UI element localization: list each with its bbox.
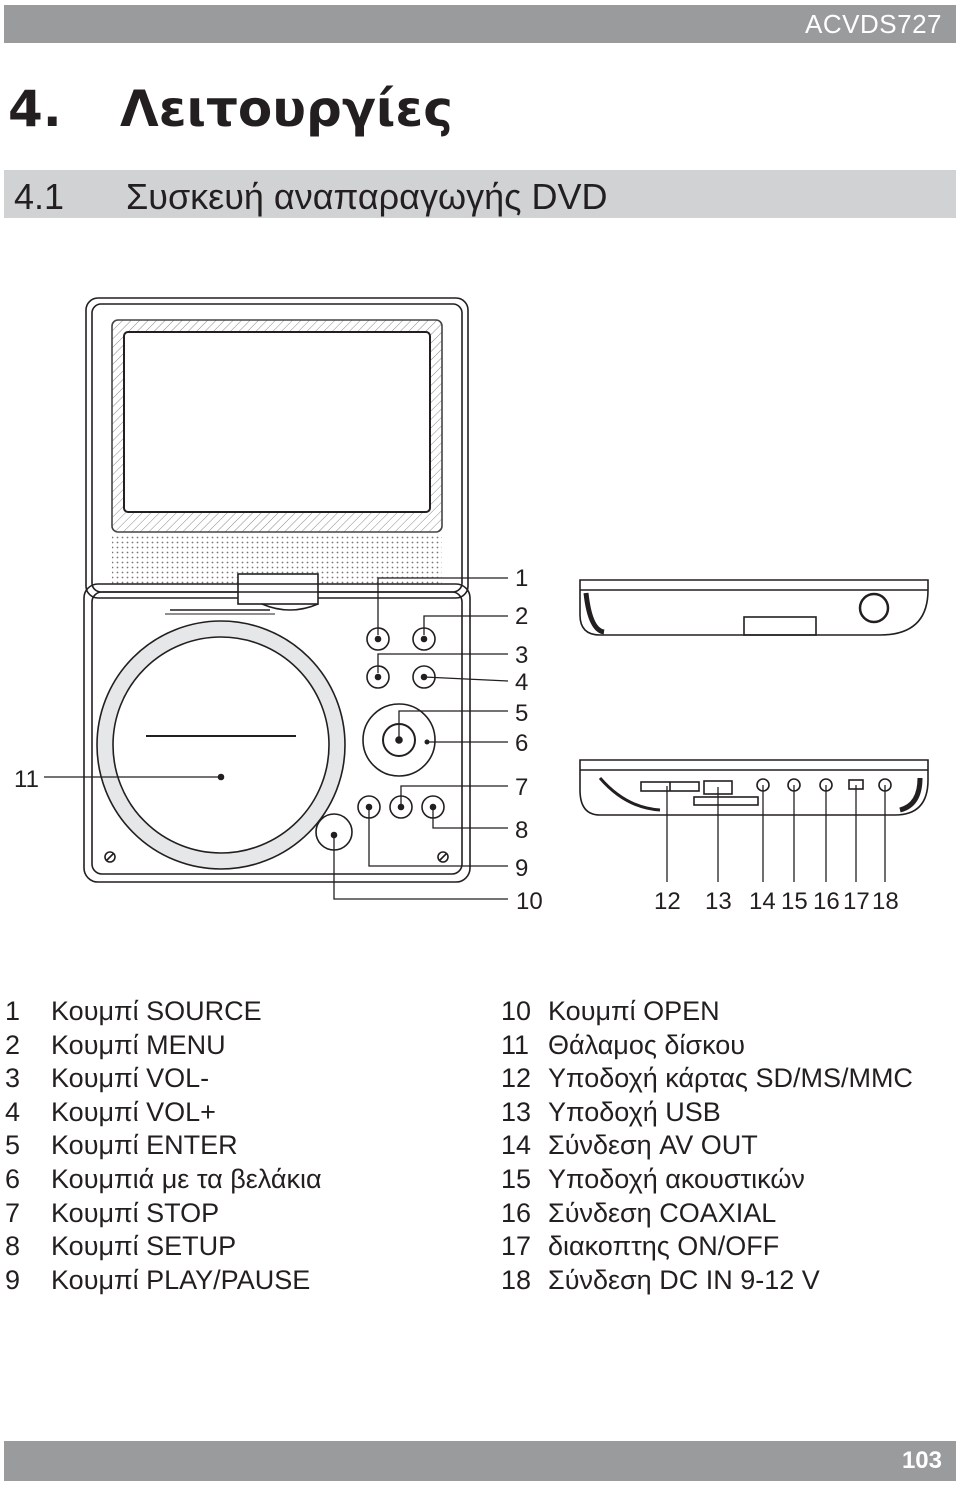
bottom-leader-lines [666,785,886,882]
legend-text: Σύνδεση COAXIAL [548,1197,777,1228]
legend-text: διακοπτης ON/OFF [548,1231,780,1262]
legend-text: Κουμπί SOURCE [51,996,262,1026]
footer-bar: 103 [4,1441,956,1481]
callout-11: 11 [14,766,39,793]
screen-lid [85,297,469,611]
legend-text: Κουμπιά με τα βελάκια [51,1163,322,1194]
legend-item: 9 Κουμπί PLAY/PAUSE [5,1264,322,1298]
legend-text: Σύνδεση AV OUT [548,1130,758,1161]
legend-text: Σύνδεση DC IN 9-12 V [548,1264,820,1295]
legend-number: 11 [501,1029,530,1060]
legend-item: 8 Κουμπί SETUP [5,1230,322,1264]
legend-item: 1 Κουμπί SOURCE [5,995,322,1029]
legend-item: 12 Υποδοχή κάρτας SD/MS/MMC [501,1062,913,1096]
callout-2: 2 [515,603,528,630]
legend-number: 13 [501,1096,532,1127]
legend-item: 17 διακοπτης ON/OFF [501,1230,913,1264]
model-name: ACVDS727 [805,9,942,39]
legend-text: Κουμπί ENTER [51,1130,238,1161]
legend-text: Κουμπί VOL+ [51,1096,216,1127]
page-number: 103 [901,1447,942,1474]
legend-number: 17 [501,1231,532,1262]
side-view-top [579,579,929,636]
callout-10: 10 [516,888,543,915]
legend-number: 4 [5,1096,21,1127]
callout-8: 8 [515,817,528,844]
legend-number: 5 [5,1130,21,1161]
callout-13: 13 [705,888,732,915]
card-slot [640,781,700,792]
legend-text: Κουμπί OPEN [548,996,720,1026]
legend-text: Κουμπί SETUP [51,1231,237,1262]
chapter-number: 4. [8,80,62,138]
legend-number: 9 [5,1264,21,1295]
legend-item: 15 Υποδοχή ακουστικών [501,1163,913,1197]
disc-compartment [96,620,346,870]
legend-item: 7 Κουμπί STOP [5,1197,322,1231]
section-bar: 4.1 Συσκευή αναπαραγωγής DVD [4,170,956,218]
callout-15: 15 [781,888,808,915]
leader-lines [44,577,509,900]
legend-item: 11 Θάλαμος δίσκου [501,1029,913,1063]
legend-left: 1 Κουμπί SOURCE 2 Κουμπί MENU 3 Κουμπί VOL-… [5,995,322,1297]
legend-text: Υποδοχή ακουστικών [548,1163,805,1194]
legend-number: 10 [501,996,532,1026]
callout-5: 5 [515,700,528,727]
legend-number: 1 [5,996,21,1026]
legend-item: 2 Κουμπί MENU [5,1029,322,1063]
legend-text: Κουμπί STOP [51,1197,220,1228]
callout-3: 3 [515,642,528,669]
callout-4: 4 [515,669,528,696]
legend-item: 10 Κουμπί OPEN [501,995,913,1029]
screw-right [437,851,449,863]
legend-number: 14 [501,1130,532,1161]
legend-item: 3 Κουμπί VOL- [5,1062,322,1096]
legend-item: 18 Σύνδεση DC IN 9-12 V [501,1264,913,1298]
callout-6: 6 [515,730,528,757]
legend-number: 2 [5,1029,21,1060]
chapter-title: 4. Λειτουργίες [8,80,453,138]
section-number: 4.1 [14,176,65,217]
callout-labels: 1 2 3 4 5 6 7 8 9 10 11 12 13 14 15 16 1… [14,565,899,915]
legend-text: Κουμπί PLAY/PAUSE [51,1264,311,1295]
legend-item: 13 Υποδοχή USB [501,1096,913,1130]
player-base [83,583,471,883]
legend-number: 12 [501,1063,532,1094]
side-view-connectors [579,759,929,816]
legend-number: 6 [5,1163,21,1194]
callout-16: 16 [813,888,840,915]
legend-text: Υποδοχή USB [548,1096,721,1127]
usb-slot [693,780,759,806]
legend-number: 7 [5,1197,21,1228]
section-title: 4.1 Συσκευή αναπαραγωγής DVD [14,176,607,218]
legend-text: Θάλαμος δίσκου [548,1029,746,1060]
legend-number: 18 [501,1264,532,1295]
legend-number: 15 [501,1163,532,1194]
callout-18: 18 [872,888,899,915]
legend-number: 3 [5,1063,21,1094]
callout-7: 7 [515,774,528,801]
legend-number: 8 [5,1231,21,1262]
callout-9: 9 [515,855,528,882]
section-text: Συσκευή αναπαραγωγής DVD [126,176,608,217]
dvd-player-diagram: 1 2 3 4 5 6 7 8 9 10 11 12 13 14 15 16 1… [14,297,929,915]
legend-item: 6 Κουμπιά με τα βελάκια [5,1163,322,1197]
chapter-text: Λειτουργίες [120,80,453,138]
legend-item: 14 Σύνδεση AV OUT [501,1129,913,1163]
callout-12: 12 [654,888,681,915]
callout-1: 1 [515,565,528,592]
legend-item: 5 Κουμπί ENTER [5,1129,322,1163]
legend-text: Κουμπί MENU [51,1029,226,1060]
header-bar: ACVDS727 [4,5,956,43]
callout-17: 17 [843,888,870,915]
legend-number: 16 [501,1197,532,1228]
arrow-pad[interactable] [362,703,436,777]
legend-item: 4 Κουμπί VOL+ [5,1096,322,1130]
legend-text: Κουμπί VOL- [51,1063,210,1094]
callout-14: 14 [749,888,776,915]
legend-item: 16 Σύνδεση COAXIAL [501,1197,913,1231]
legend-text: Υποδοχή κάρτας SD/MS/MMC [548,1063,913,1094]
screw-left [104,851,116,863]
